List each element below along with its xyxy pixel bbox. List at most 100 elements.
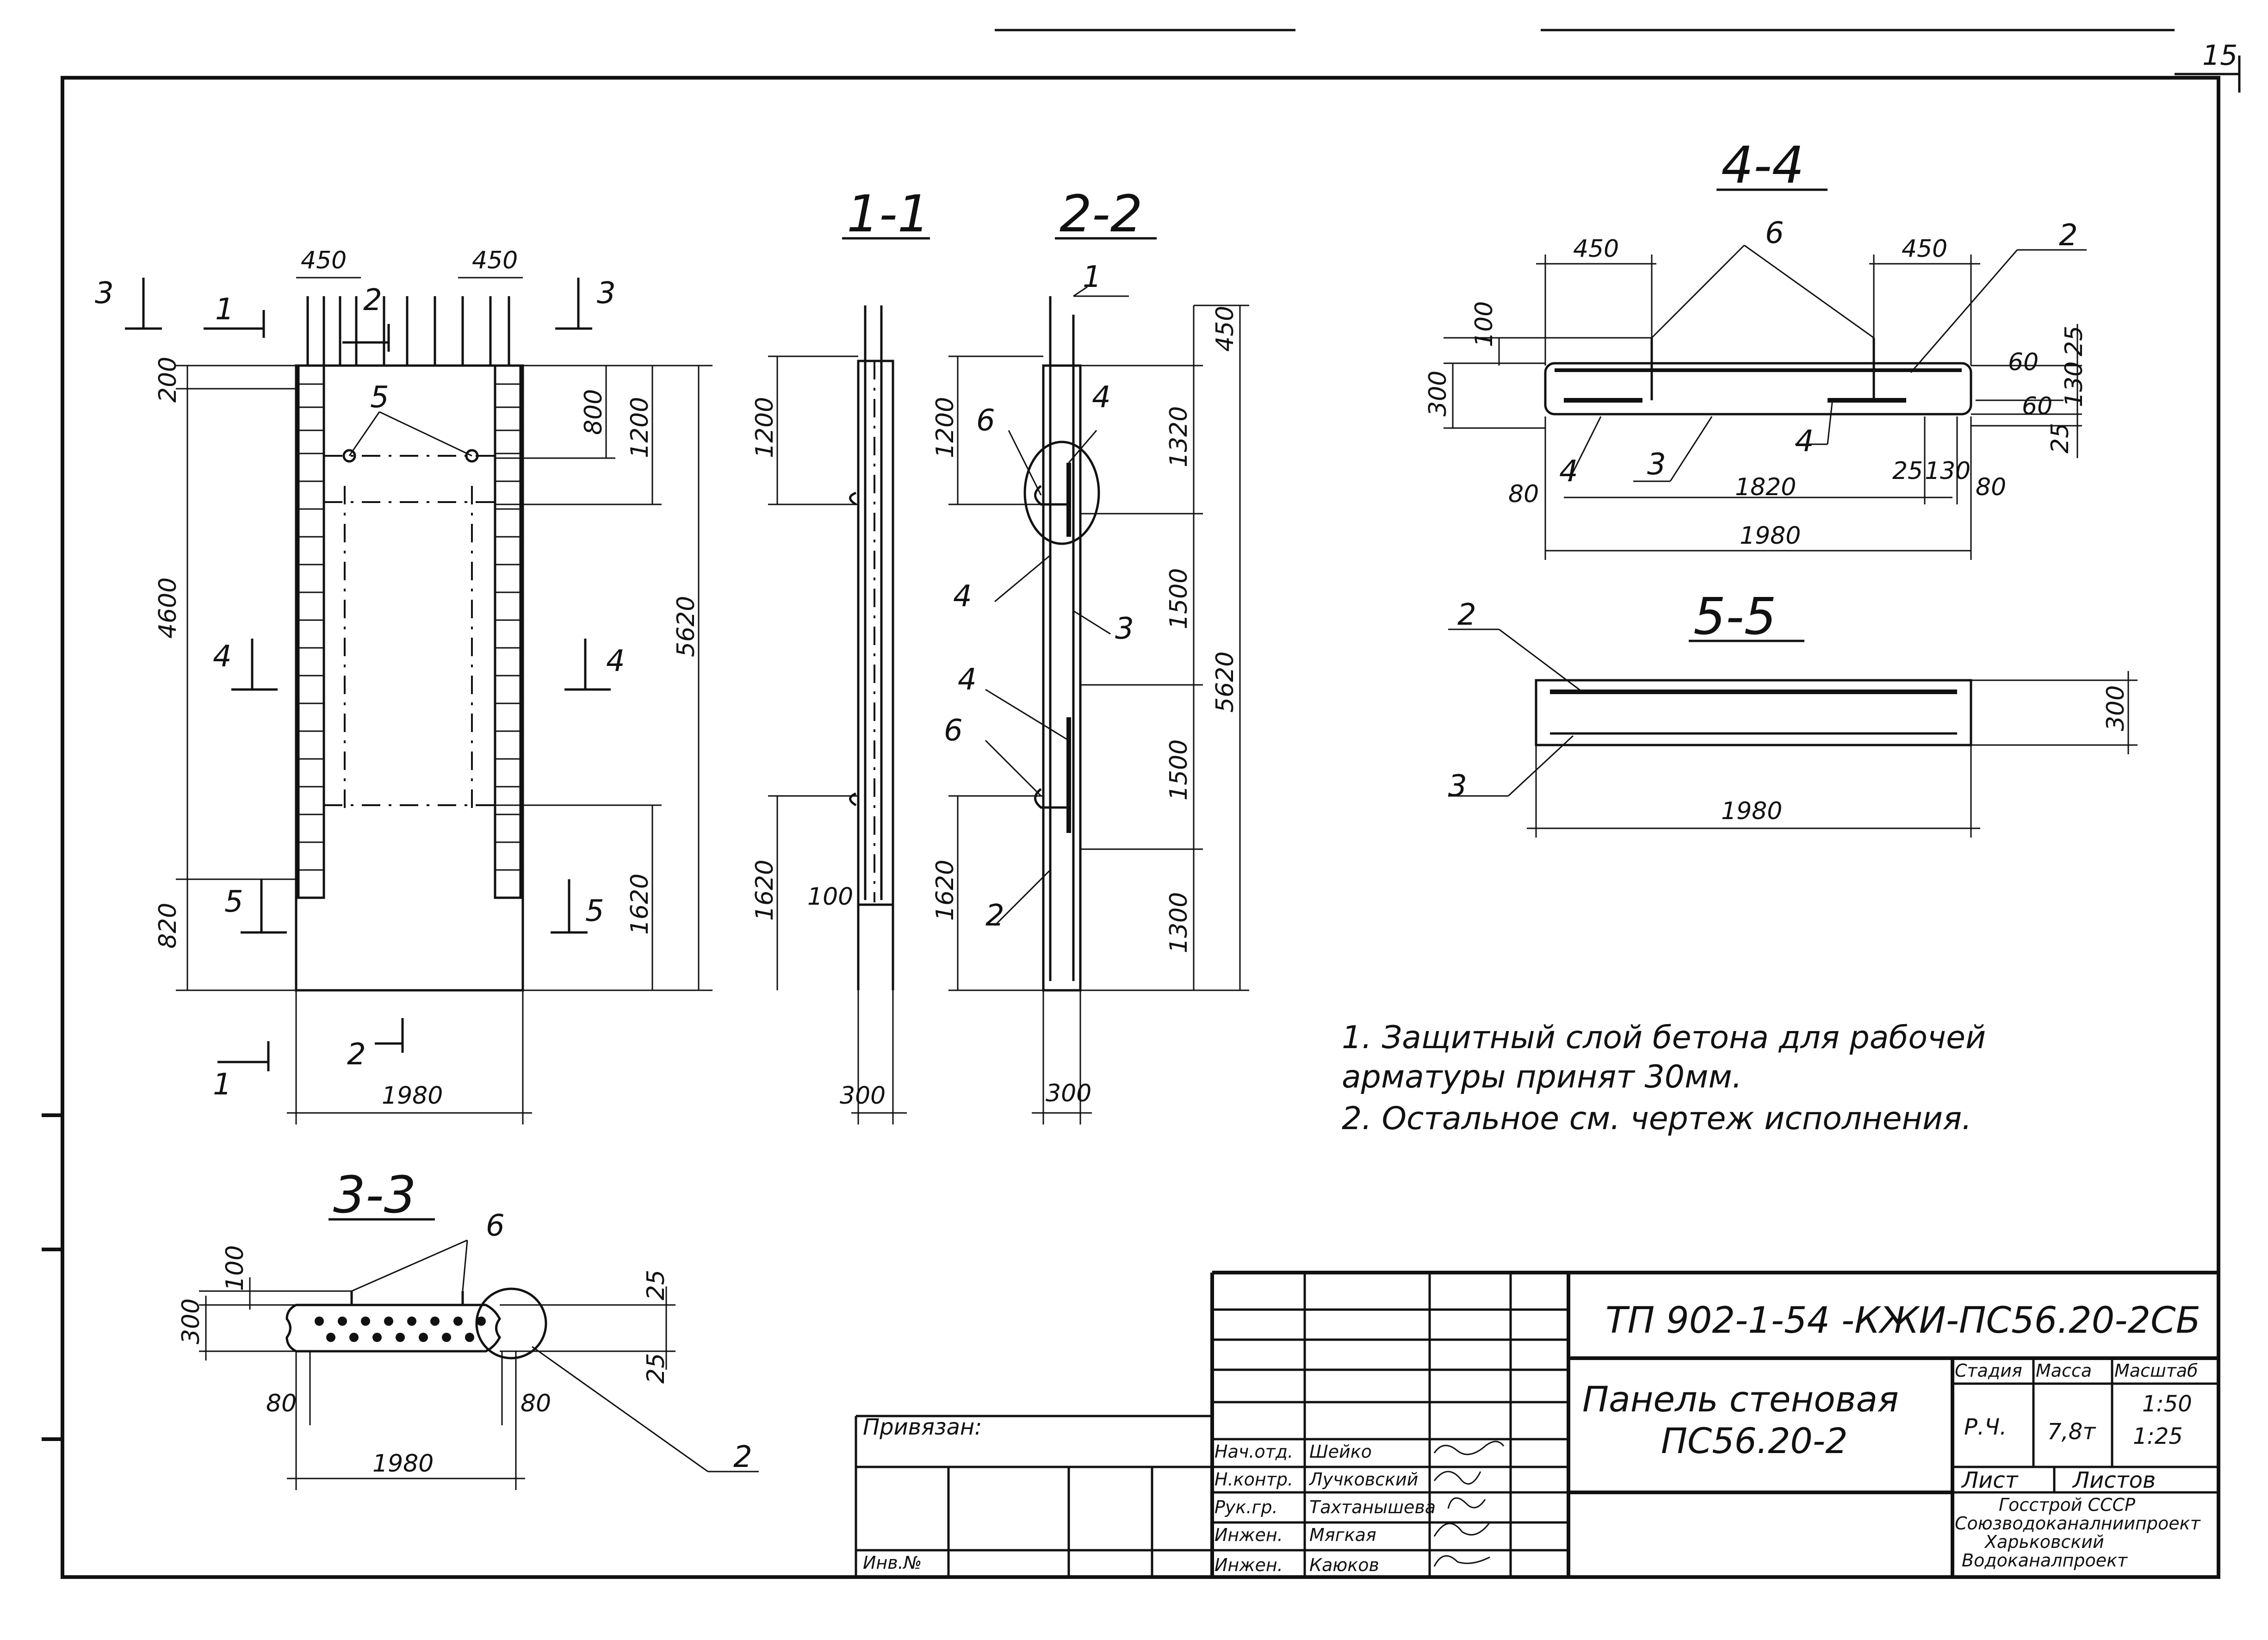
title-block: Привязан: Инв.№ Нач.отд. Шейко Н.контр. … [855,1271,2218,1579]
dim-right-5620: 5620 [672,596,700,657]
s33-dim-25-top: 25 [642,1270,670,1300]
s11-dim-100: 100 [807,883,853,911]
signer-name-4: Мягкая [1309,1525,1376,1545]
s22-callout-4-low: 4 [958,663,977,697]
col-scale: Масштаб [2114,1360,2198,1381]
s22-dim-1200: 1200 [931,397,959,458]
signer-role-3: Рук.гр. [1215,1497,1278,1517]
s44-dim-100: 100 [1470,301,1498,347]
scale-value-2: 1:25 [2133,1423,2183,1449]
section-5-5: 5-5 2 3 300 1980 [1448,587,2138,838]
note-line-3: 2. Остальное см. чертеж исполнения. [1342,1100,1972,1137]
panel-name-line-2: ПС56.20-2 [1661,1420,1848,1461]
s11-dim-300: 300 [840,1082,886,1110]
s22-dim-1300: 1300 [1165,892,1193,953]
bound-label: Привязан: [863,1414,982,1440]
s44-dim-80-left: 80 [1508,480,1539,508]
s44-dim-25: 25 [1892,457,1923,485]
note-line-1: 1. Защитный слой бетона для рабочей [1342,1019,1986,1056]
org-line-4: Водоканалпроект [1962,1550,2128,1571]
org-line-2: Союзводоканалниипроект [1955,1513,2201,1534]
section-4-4: 4-4 6 2 4 3 4 450 450 1 [1424,136,2088,560]
s44-dim-60-bottom: 60 [2022,392,2052,420]
notes: 1. Защитный слой бетона для рабочей арма… [1342,1019,1986,1137]
s44-dim-450-left: 450 [1573,235,1619,263]
s33-dim-80-right: 80 [521,1390,551,1417]
signer-name-5: Каюков [1309,1555,1379,1575]
s44-dim-450-right: 450 [1902,235,1947,263]
signer-role-4: Инжен. [1215,1525,1283,1545]
s44-dim-60-top: 60 [2008,348,2039,376]
section-4-4-title: 4-4 [1721,136,1804,195]
doc-code: ТП 902-1-54 -КЖИ-ПС56.20-2СБ [1605,1300,2200,1342]
cut-mark-1-top: 1 [215,292,234,327]
s44-dim-1820: 1820 [1735,473,1796,501]
s22-callout-2: 2 [985,899,1004,933]
col-mass: Масса [2036,1360,2092,1381]
s22-dim-1620: 1620 [931,860,959,921]
inv-label: Инв.№ [863,1553,922,1573]
s33-dim-1980: 1980 [372,1450,434,1478]
s44-dim-130: 130 [2060,361,2088,407]
s33-callout-6: 6 [486,1209,505,1243]
dim-top-right: 450 [472,247,518,274]
s44-dim-25-bottom: 25 [2046,423,2074,453]
cut-mark-4-right: 4 [606,644,625,678]
signer-role-2: Н.контр. [1215,1469,1293,1490]
s44-callout-2: 2 [2059,218,2078,253]
s44-dim-25-top: 25 [2060,326,2088,356]
cut-mark-4-left: 4 [213,640,232,674]
s22-dim-300: 300 [1046,1080,1091,1107]
s55-dim-300: 300 [2102,685,2130,731]
signer-role-1: Нач.отд. [1215,1441,1293,1462]
note-line-2: арматуры принят 30мм. [1342,1059,1742,1095]
dim-right-800: 800 [580,389,607,435]
s22-callout-3: 3 [1115,612,1134,646]
cut-mark-2-bottom: 2 [347,1037,366,1072]
col-stage: Стадия [1955,1360,2022,1381]
dim-right-1200: 1200 [626,397,654,458]
dim-left-4600: 4600 [154,578,182,639]
section-5-5-title: 5-5 [1693,587,1777,646]
dim-top-left: 450 [301,247,347,274]
org-line-3: Харьковский [1984,1532,2104,1552]
s33-dim-80-left: 80 [266,1390,297,1417]
cut-mark-1-bottom: 1 [213,1068,232,1102]
section-3-3: 3-3 6 2 100 300 25 25 [177,1165,759,1490]
s44-callout-4-right: 4 [1795,424,1814,459]
dim-bottom-1980: 1980 [382,1082,443,1110]
panel-name-line-1: Панель стеновая [1582,1379,1899,1420]
s22-dim-1320: 1320 [1165,406,1193,467]
cut-mark-3-left: 3 [95,276,114,311]
s55-callout-3: 3 [1448,769,1467,803]
s22-callout-4-top: 4 [1092,380,1111,415]
s22-dim-1500-b: 1500 [1165,739,1193,801]
s44-dim-130-b: 130 [1925,457,1971,485]
scale-value-1: 1:50 [2142,1391,2192,1417]
stage-value: Р.Ч. [1964,1414,2007,1440]
s33-callout-2: 2 [733,1440,752,1474]
dim-left-200: 200 [154,357,182,403]
s22-dim-450: 450 [1211,306,1239,352]
s55-dim-1980: 1980 [1721,797,1782,825]
s44-callout-6: 6 [1765,216,1784,250]
s11-dim-1620: 1620 [751,860,779,921]
s22-callout-1: 1 [1083,260,1102,294]
s22-callout-6-top: 6 [976,404,995,438]
dim-right-1620: 1620 [626,874,654,935]
signer-name-2: Лучковский [1308,1469,1418,1490]
panel-elevation: 5 450 450 200 4600 820 800 1200 5620 162… [95,247,713,1124]
s33-dim-100: 100 [221,1245,249,1291]
sheet-label: Лист [1961,1467,2019,1493]
s22-callout-4-mid: 4 [953,579,972,614]
s44-dim-1980: 1980 [1740,522,1801,550]
s22-dim-1500-a: 1500 [1165,568,1193,629]
mass-value: 7,8т [2047,1419,2096,1445]
dim-left-820: 820 [154,903,182,949]
s11-dim-1200: 1200 [751,397,779,458]
section-3-3-title: 3-3 [333,1165,416,1224]
s44-dim-300: 300 [1424,371,1452,416]
cut-mark-3-right: 3 [597,276,616,311]
cut-mark-2-top: 2 [363,283,382,317]
